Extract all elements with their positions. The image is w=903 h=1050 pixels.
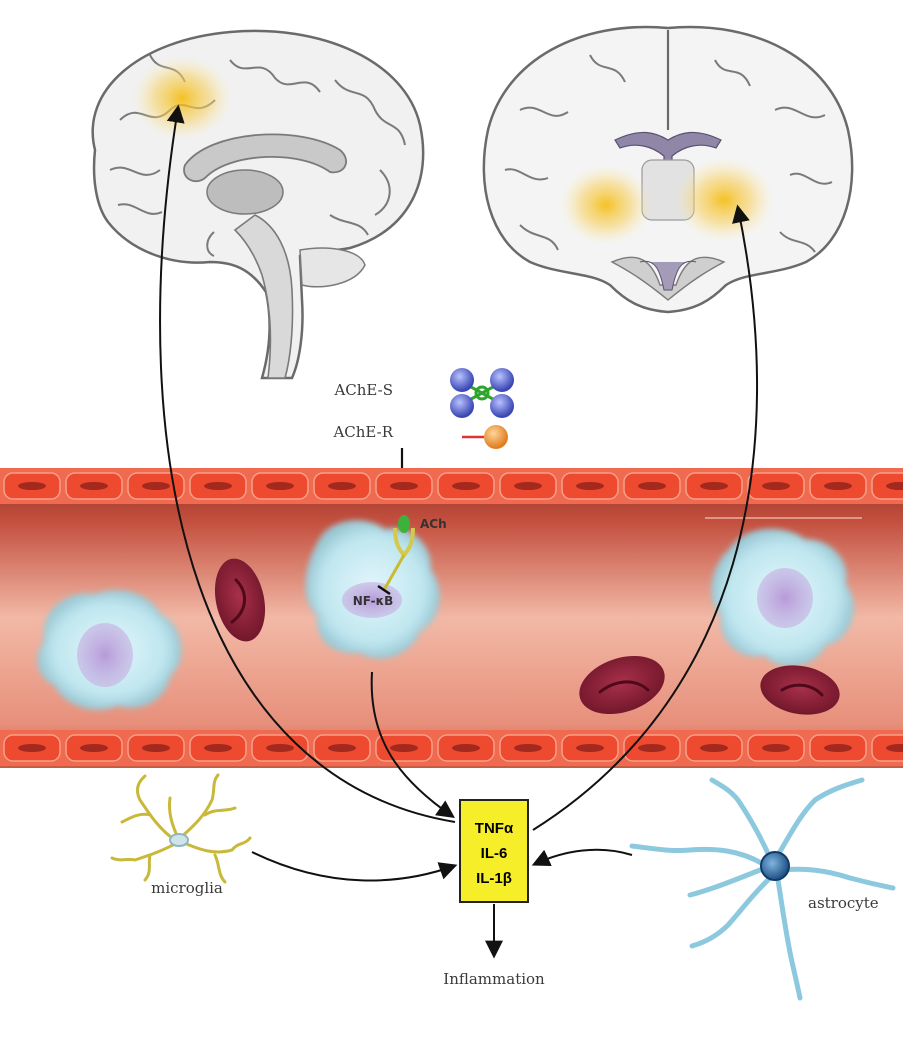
coronal-activation-glow-left — [560, 165, 652, 245]
endothelial-nucleus — [886, 744, 903, 752]
red-blood-cell-3 — [760, 665, 840, 715]
microglia-label: microglia — [151, 879, 223, 897]
endothelial-nucleus — [204, 482, 232, 490]
astrocyte-cell — [629, 777, 896, 1001]
arrow-microglia-to-cytokines — [251, 851, 458, 882]
leukocyte-right — [711, 528, 854, 667]
cerebellum — [299, 247, 366, 288]
endothelial-nucleus — [886, 482, 903, 490]
endothelial-nucleus — [762, 482, 790, 490]
endothelial-nucleus — [18, 744, 46, 752]
endothelial-nucleus — [142, 744, 170, 752]
endothelial-nucleus — [80, 482, 108, 490]
ach-label: ACh — [420, 517, 447, 531]
red-blood-cell-2 — [579, 655, 665, 715]
coronal-gyri — [504, 54, 833, 253]
endothelial-nucleus — [452, 482, 480, 490]
astrocyte-label: astrocyte — [808, 894, 879, 912]
ach-molecule-icon — [398, 515, 410, 533]
red-blood-cell-1 — [214, 558, 266, 642]
pathway-arrows — [159, 104, 759, 959]
ache-s-label: AChE-S — [333, 381, 393, 399]
endothelial-nucleus — [390, 482, 418, 490]
endothelial-cells-top — [3, 472, 903, 500]
ache-r-monomer-icon — [462, 425, 508, 449]
endothelial-nucleus — [204, 744, 232, 752]
ache-s-tetramer-icon — [450, 368, 514, 418]
coronal-brain — [482, 25, 854, 314]
cytokine-box: TNFα IL-6 IL-1β — [459, 799, 529, 903]
endothelial-nucleus — [638, 482, 666, 490]
cytokine-1: IL-6 — [481, 845, 508, 862]
endothelial-nucleus — [638, 744, 666, 752]
endothelial-nucleus — [824, 744, 852, 752]
ach-receptor — [377, 515, 415, 596]
corpus-callosum — [183, 133, 347, 183]
cytokine-2: IL-1β — [476, 870, 512, 887]
arrow-astrocyte-to-cytokines — [531, 848, 633, 867]
endothelial-nucleus — [328, 744, 356, 752]
endothelial-nucleus — [576, 744, 604, 752]
arrow-cytokines-to-sagittal-brain — [159, 104, 456, 823]
arrow-leukocyte-to-cytokines — [370, 671, 455, 819]
endothelial-nucleus — [514, 744, 542, 752]
endothelial-nucleus — [824, 482, 852, 490]
leukocyte-left — [37, 590, 182, 710]
arrow-cytokines-to-coronal-brain — [532, 204, 759, 831]
endothelial-nucleus — [266, 744, 294, 752]
thalamus — [206, 169, 284, 215]
cytokine-0: TNFα — [475, 820, 514, 837]
microglia-cell — [110, 773, 252, 884]
endothelial-cells-bottom — [3, 734, 903, 762]
endothelial-nucleus — [18, 482, 46, 490]
brainstem — [233, 214, 294, 379]
endothelial-nucleus — [328, 482, 356, 490]
endothelial-nucleus — [700, 744, 728, 752]
inflammation-label: Inflammation — [443, 970, 545, 988]
endothelial-nucleus — [142, 482, 170, 490]
sagittal-brain — [91, 29, 425, 380]
endothelial-nucleus — [80, 744, 108, 752]
endothelial-nucleus — [514, 482, 542, 490]
endothelial-nucleus — [762, 744, 790, 752]
coronal-activation-glow-right — [674, 158, 774, 242]
endothelial-nucleus — [700, 482, 728, 490]
ache-r-label: AChE-R — [332, 423, 393, 441]
endothelial-nucleus — [390, 744, 418, 752]
sagittal-activation-glow — [132, 56, 232, 140]
nfkb-label: NF-κB — [353, 594, 394, 608]
endothelial-nucleus — [452, 744, 480, 752]
endothelial-nucleus — [266, 482, 294, 490]
endothelial-nucleus — [576, 482, 604, 490]
